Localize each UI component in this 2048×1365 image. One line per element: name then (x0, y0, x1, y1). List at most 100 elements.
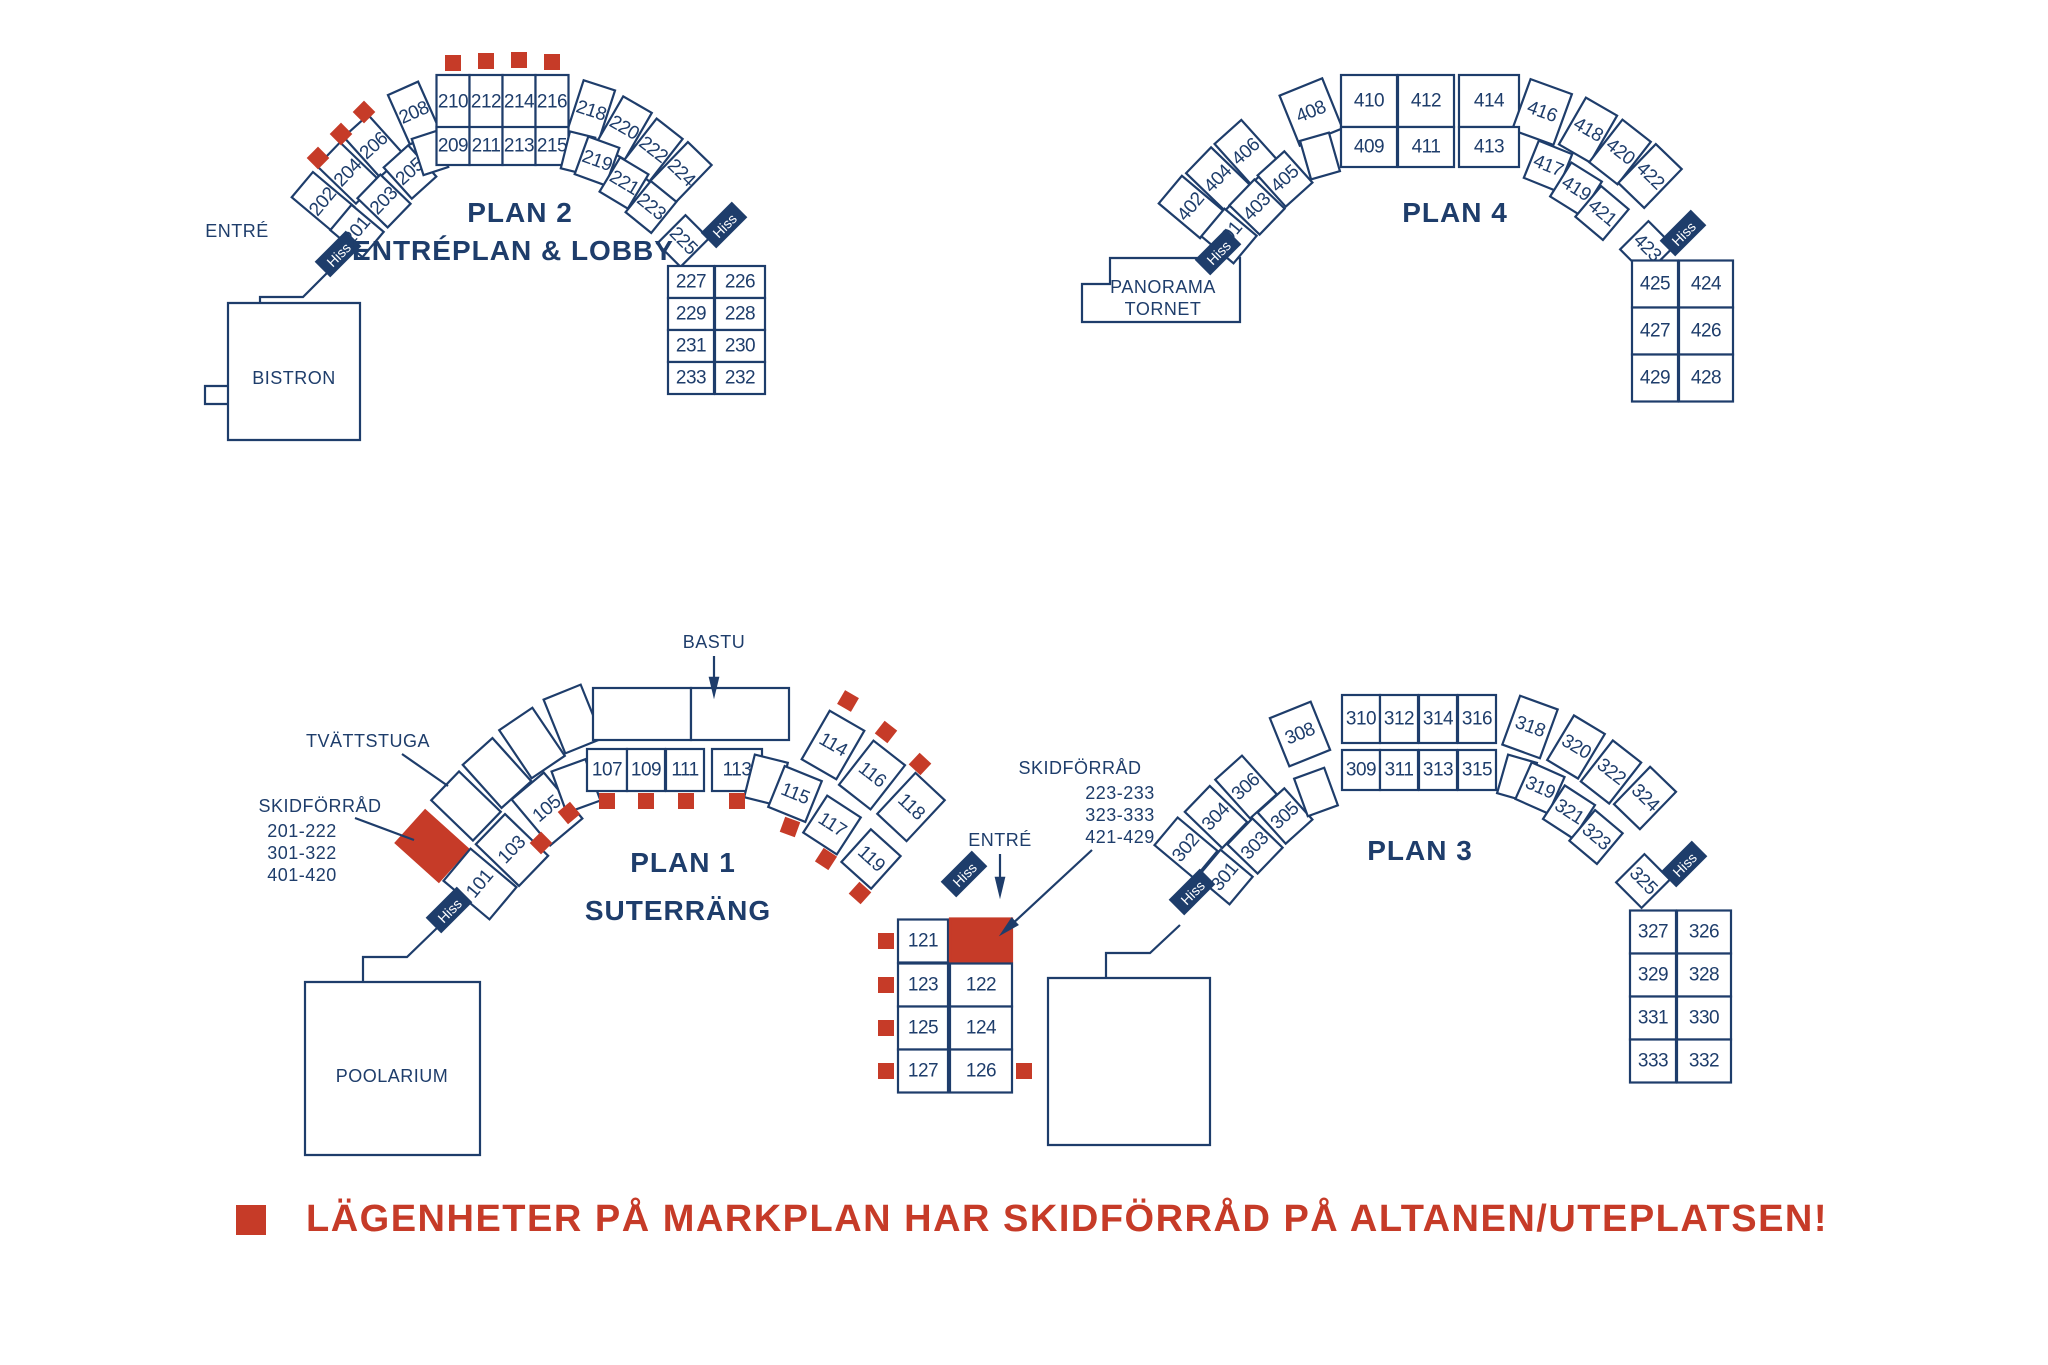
room-305: 305 (1256, 786, 1314, 846)
room-outline (655, 213, 711, 269)
room-number: 109 (631, 760, 661, 781)
room-outline (573, 135, 621, 187)
room-number: 328 (1689, 965, 1719, 986)
ski-storage-marker-icon (729, 793, 745, 809)
room-322: 322 (1579, 738, 1643, 806)
room-311: 311 (1378, 748, 1420, 792)
room-outline (948, 917, 1014, 963)
room-number: 211 (472, 136, 501, 157)
room-116: 116 (837, 739, 907, 811)
room-outline (1152, 815, 1220, 881)
room-124: 124 (948, 1005, 1014, 1051)
room-306: 306 (1213, 754, 1279, 820)
wall-line (361, 927, 438, 982)
room-number: 313 (1423, 760, 1453, 781)
room-103: 103 (474, 812, 550, 888)
room-333: 333 (1628, 1038, 1678, 1084)
arrowhead-icon (998, 917, 1019, 937)
room-213: 213 (501, 125, 537, 167)
room-number: 210 (438, 92, 468, 113)
ski-storage-marker-icon (678, 793, 694, 809)
room-outline (689, 686, 791, 742)
room-201: 201 (328, 203, 386, 259)
ski-storage-room (948, 917, 1014, 963)
room-unlabeled (429, 769, 503, 843)
room-number: 226 (725, 272, 755, 293)
room-outline (468, 125, 504, 167)
poolarium-label: POOLARIUM (336, 1066, 449, 1086)
room-outline (1510, 77, 1574, 147)
room-outline (1587, 118, 1653, 186)
room-302: 302 (1152, 815, 1220, 881)
room-number: 331 (1638, 1008, 1668, 1029)
room-number: 413 (1474, 137, 1504, 158)
panorama-label-line1: PANORAMA (1110, 277, 1216, 297)
room-number: 107 (592, 760, 622, 781)
room-214: 214 (501, 73, 537, 131)
room-outline (1298, 131, 1342, 181)
elevator-box (940, 850, 988, 898)
ski-storage-room (394, 808, 470, 884)
room-304: 304 (1183, 784, 1249, 850)
room-411: 411 (1396, 125, 1456, 169)
room-227: 227 (666, 264, 716, 300)
legend: LÄGENHETER PÅ MARKPLAN HAR SKIDFÖRRÅD PÅ… (236, 1198, 1828, 1241)
room-number: 309 (1346, 760, 1376, 781)
elevator-box (1194, 228, 1242, 276)
room-outline (766, 764, 824, 824)
room-405: 405 (1256, 149, 1314, 209)
room-number: 227 (676, 272, 706, 293)
room-210: 210 (435, 73, 471, 131)
room-309: 309 (1340, 748, 1382, 792)
room-outline (1457, 73, 1521, 129)
room-number: 310 (1346, 709, 1376, 730)
ski-storage-marker-icon (908, 752, 932, 776)
plan-title-1: PLAN 1 (630, 847, 736, 878)
wall-line (258, 266, 334, 303)
room-unlabeled (497, 706, 567, 780)
ski-storage-marker-icon (848, 881, 872, 905)
room-218: 218 (565, 78, 617, 144)
room-number: 411 (1412, 137, 1441, 158)
plan-title-4: PLAN 4 (1402, 197, 1508, 228)
room-number: 326 (1689, 922, 1719, 943)
ski-storage-marker-icon (814, 847, 838, 871)
room-number: 123 (908, 975, 938, 996)
room-outline (896, 918, 950, 964)
room-outline (1183, 784, 1249, 850)
room-outline (666, 264, 716, 300)
entre-label: ENTRÉ (968, 830, 1032, 850)
room-outline (435, 73, 471, 131)
room-number: 312 (1384, 709, 1414, 730)
pointer-line (1009, 849, 1093, 927)
bistron-room (226, 301, 362, 442)
room-number: 121 (908, 931, 938, 952)
room-320: 320 (1545, 713, 1607, 781)
ski-storage-marker-icon (352, 100, 376, 124)
room-107: 107 (585, 747, 629, 793)
room-219: 219 (573, 135, 621, 187)
room-number: 333 (1638, 1051, 1668, 1072)
room-number: 233 (676, 368, 706, 389)
room-outline (666, 360, 716, 396)
skidforrad-right-range2: 323-333 (1085, 805, 1155, 825)
room-229: 229 (666, 296, 716, 332)
plan-title-3: PLAN 3 (1367, 835, 1473, 866)
room-number: 212 (471, 92, 501, 113)
room-number: 214 (504, 92, 535, 113)
room-105: 105 (510, 770, 584, 848)
room-number: 213 (504, 136, 534, 157)
bistron-label: BISTRON (252, 368, 336, 388)
room-number: 426 (1691, 321, 1721, 342)
room-402: 402 (1157, 174, 1225, 240)
room-301: 301 (1195, 848, 1255, 906)
room-330: 330 (1675, 995, 1733, 1041)
room-number: 124 (966, 1018, 997, 1039)
room-121: 121 (896, 918, 950, 964)
room-outline (1227, 177, 1287, 237)
room-outline (1612, 765, 1678, 831)
ski-storage-marker-icon (878, 933, 894, 949)
room-outline (1456, 748, 1498, 792)
room-323: 323 (1567, 808, 1625, 866)
room-outline (1628, 909, 1678, 955)
